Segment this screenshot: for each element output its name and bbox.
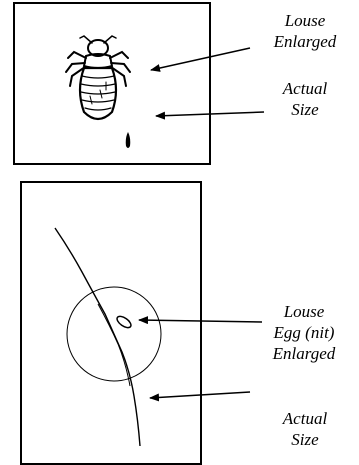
arrow-louse-enlarged: [150, 47, 251, 72]
label-egg-actual-size-line2: Size: [291, 430, 319, 449]
label-egg-enlarged-line1: Louse: [283, 302, 325, 321]
label-louse-enlarged-line1: Louse: [284, 11, 326, 30]
label-egg-enlarged: Louse Egg (nit) Enlarged: [250, 301, 358, 364]
label-louse-actual-size: Actual Size: [255, 78, 355, 120]
label-louse-enlarged-line2: Enlarged: [273, 32, 337, 51]
louse-actual-size-mark: [125, 132, 131, 148]
bottom-panel-frame: [20, 181, 202, 465]
label-egg-enlarged-line3: Enlarged: [272, 344, 336, 363]
hair-strand-inner: [97, 303, 131, 387]
nit-egg-enlarged: [116, 315, 132, 329]
louse-enlarged-illustration: [65, 35, 131, 121]
label-louse-enlarged: Louse Enlarged: [255, 10, 355, 52]
label-egg-actual-size-line1: Actual: [282, 409, 328, 428]
hair-strand: [54, 227, 141, 447]
arrow-louse-actual-size: [155, 111, 265, 120]
magnifier-circle: [66, 286, 162, 382]
top-panel-frame: [13, 2, 211, 165]
label-egg-enlarged-line2: Egg (nit): [273, 323, 335, 342]
arrow-egg-actual-size: [149, 391, 251, 402]
label-louse-actual-size-line1: Actual: [282, 79, 328, 98]
label-egg-actual-size: Actual Size: [255, 408, 355, 450]
arrow-egg-enlarged: [138, 316, 263, 325]
label-louse-actual-size-line2: Size: [291, 100, 319, 119]
